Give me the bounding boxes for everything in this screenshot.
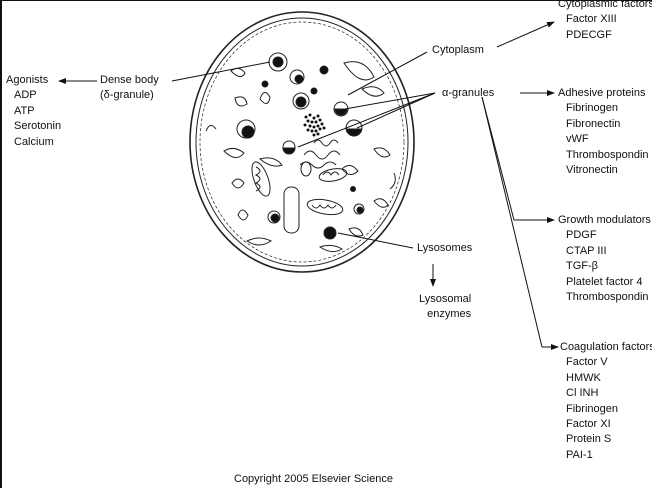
- coagulation-factor-item: Fibrinogen: [560, 402, 652, 417]
- lysosomal-enzymes-label: Lysosomal enzymes: [419, 292, 471, 322]
- mitochondria: [248, 160, 348, 217]
- trunk-alpha-to-coagulation: [482, 97, 542, 347]
- cytoplasmic-factor-item: PDECGF: [566, 28, 652, 43]
- adhesive-proteins-heading: Adhesive proteins: [558, 86, 649, 101]
- lysosomal-enzymes-line2: enzymes: [419, 307, 471, 322]
- glycogen-cluster: [304, 114, 326, 137]
- agonist-item: Calcium: [6, 135, 61, 150]
- adhesive-protein-item: Thrombospondin: [558, 148, 649, 163]
- dense-body-line1: Dense body: [100, 73, 159, 88]
- growth-modulators-heading: Growth modulators: [558, 213, 651, 228]
- coagulation-factor-item: Cl INH: [560, 386, 652, 401]
- coagulation-factor-item: HMWK: [560, 371, 652, 386]
- platelet-cell: [190, 12, 414, 272]
- adhesive-protein-item: vWF: [558, 132, 649, 147]
- agonists-heading: Agonists: [6, 73, 61, 88]
- coagulation-factors-block: Coagulation factors Factor V HMWK Cl INH…: [560, 340, 652, 463]
- adhesive-protein-item: Fibronectin: [558, 117, 649, 132]
- growth-modulator-item: Thrombospondin: [558, 290, 651, 305]
- copyright-notice: Copyright 2005 Elsevier Science: [234, 473, 393, 485]
- coagulation-factor-item: PAI-1: [560, 448, 652, 463]
- leader-lines: [59, 22, 558, 347]
- coagulation-factor-item: Protein S: [560, 432, 652, 447]
- lysosomal-enzymes-line1: Lysosomal: [419, 292, 471, 307]
- agonist-item: ATP: [6, 104, 61, 119]
- line-alpha-granules-2: [357, 93, 435, 128]
- adhesive-proteins-block: Adhesive proteins Fibrinogen Fibronectin…: [558, 86, 649, 178]
- growth-modulator-item: TGF-β: [558, 259, 651, 274]
- line-dense-body-label: [172, 62, 270, 81]
- dense-body-organelles: [237, 53, 364, 223]
- alpha-granules-label: α-granules: [442, 87, 494, 100]
- dense-body-label: Dense body (δ-granule): [100, 73, 159, 103]
- coagulation-factor-item: Factor V: [560, 355, 652, 370]
- coagulation-factor-item: Factor XI: [560, 417, 652, 432]
- adhesive-protein-item: Vitronectin: [558, 163, 649, 178]
- line-alpha-granules-1: [345, 93, 435, 109]
- cytoplasm-label: Cytoplasm: [432, 44, 484, 57]
- organelles: [206, 53, 395, 252]
- growth-modulator-item: Platelet factor 4: [558, 275, 651, 290]
- agonist-item: ADP: [6, 88, 61, 103]
- agonist-item: Serotonin: [6, 119, 61, 134]
- dense-body-line2: (δ-granule): [100, 88, 159, 103]
- cytoplasmic-factors-block: Cytoplasmic factors Factor XIII PDECGF: [558, 5, 652, 51]
- adhesive-protein-item: Fibrinogen: [558, 101, 649, 116]
- cytoplasmic-factors-heading: Cytoplasmic factors: [558, 0, 652, 12]
- arrow-cytoplasm-to-cytoplasmic-factors: [497, 22, 554, 47]
- agonists-block: Agonists ADP ATP Serotonin Calcium: [6, 73, 61, 150]
- growth-modulators-block: Growth modulators PDGF CTAP III TGF-β Pl…: [558, 213, 651, 305]
- growth-modulator-item: CTAP III: [558, 244, 651, 259]
- line-lysosome-label: [338, 233, 413, 248]
- lysosomes-label: Lysosomes: [417, 242, 472, 255]
- growth-modulator-item: PDGF: [558, 228, 651, 243]
- coagulation-factors-heading: Coagulation factors: [560, 340, 652, 355]
- cytoplasmic-factor-item: Factor XIII: [566, 12, 652, 27]
